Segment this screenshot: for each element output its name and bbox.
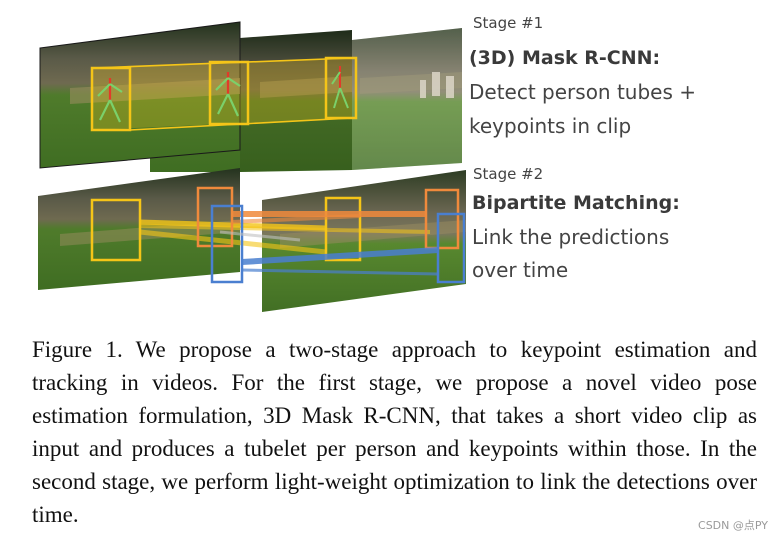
box-blue-left [210, 204, 244, 284]
stage1-frame-2-shade [240, 30, 352, 172]
background-players [420, 72, 454, 98]
detection-box-frame2 [324, 56, 358, 120]
skeleton-frame2 [331, 66, 349, 109]
stage2-matching-links [90, 186, 466, 284]
stage1-frame-0-edge [39, 21, 241, 169]
box-yellow-left [90, 198, 142, 262]
watermark-text: CSDN @点PY [698, 519, 768, 532]
stage1-frame-stack [39, 21, 462, 172]
stage2-desc-line1: Link the predictions [472, 225, 670, 249]
stage2-desc-line2: over time [472, 258, 569, 282]
stage1-frame-3-shade [352, 28, 462, 170]
tube-fill [92, 58, 352, 130]
skeleton-frame0 [97, 78, 123, 123]
skeleton-frame1 [215, 72, 241, 117]
box-orange-right [424, 188, 460, 250]
stage2-frame-right [262, 170, 466, 312]
stage1-label: Stage #1 [473, 14, 544, 32]
stage2-title: Bipartite Matching: [472, 192, 680, 214]
stage2-label: Stage #2 [473, 165, 544, 183]
stage1-desc-line1: Detect person tubes + [469, 80, 697, 104]
stage1-person-tube [90, 56, 454, 132]
detection-box-frame0 [90, 66, 132, 132]
detection-box-frame1 [208, 60, 250, 126]
stage1-title: (3D) Mask R-CNN: [469, 47, 661, 69]
stage2-frames [38, 168, 466, 312]
figure-illustration [38, 21, 466, 312]
figure-caption: Figure 1. We propose a two-stage approac… [32, 337, 757, 527]
stage1-desc-line2: keypoints in clip [469, 114, 632, 138]
stage1-frame-2 [240, 30, 352, 172]
box-blue-right [436, 212, 466, 284]
stage1-frame-3 [352, 28, 462, 170]
